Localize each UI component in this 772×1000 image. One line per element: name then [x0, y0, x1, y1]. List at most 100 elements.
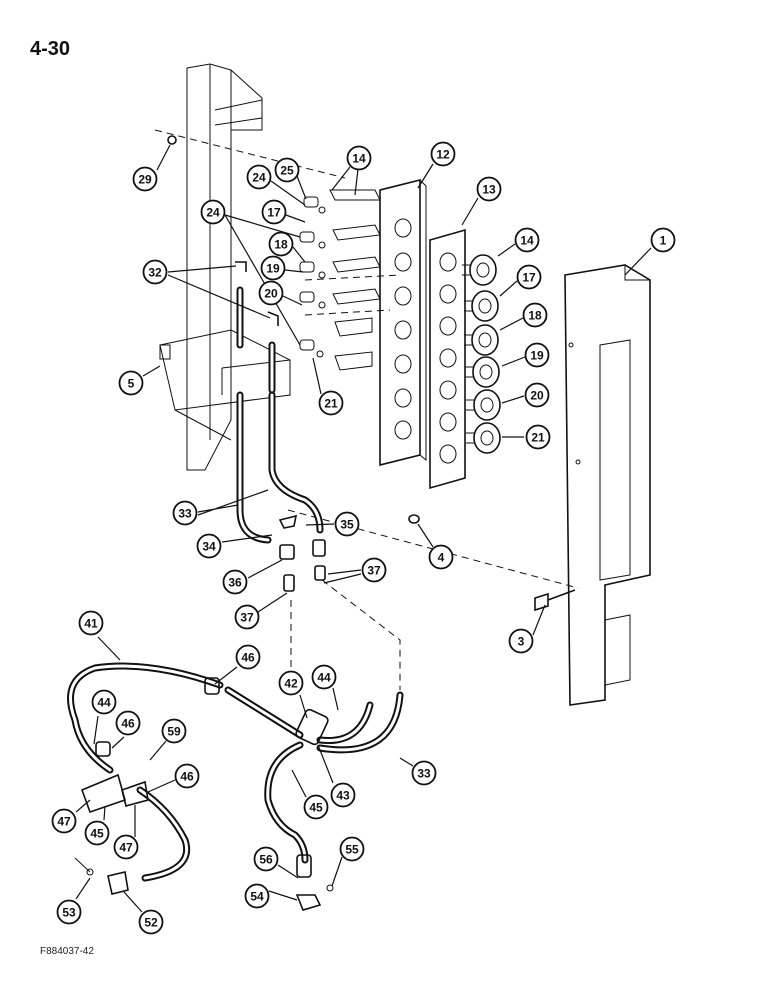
callout-label: 4: [438, 551, 445, 565]
callout-label: 46: [180, 770, 194, 784]
callout-label: 14: [520, 234, 534, 248]
mounting-plate: [379, 178, 427, 467]
callout-c32: 32: [142, 259, 168, 285]
callout-c36: 36: [222, 569, 248, 595]
callout-c3: 3: [508, 628, 534, 654]
control-knobs: [462, 254, 501, 454]
callout-c18a: 18: [268, 231, 294, 257]
callout-label: 19: [530, 349, 544, 363]
callout-label: 41: [84, 617, 98, 631]
callout-label: 46: [241, 651, 255, 665]
callout-c5: 5: [118, 370, 144, 396]
callout-label: 42: [284, 677, 298, 691]
callout-c37b: 37: [234, 604, 260, 630]
callout-circle: [258, 280, 284, 306]
callout-c24a: 24: [246, 164, 272, 190]
callout-c43: 43: [330, 782, 356, 808]
callout-c17a: 17: [261, 199, 287, 225]
callout-label: 20: [264, 287, 278, 301]
callout-label: 47: [57, 815, 71, 829]
callout-circle: [311, 664, 337, 690]
callout-label: 33: [178, 507, 192, 521]
callout-circle: [274, 157, 300, 183]
callout-c47a: 47: [51, 808, 77, 834]
callout-label: 19: [266, 262, 280, 276]
callout-c44b: 44: [91, 689, 117, 715]
callout-circle: [142, 259, 168, 285]
callout-c20b: 20: [524, 382, 550, 408]
callout-c45b: 45: [303, 794, 329, 820]
callout-label: 25: [280, 164, 294, 178]
callout-c33b: 33: [411, 760, 437, 786]
callout-label: 59: [167, 725, 181, 739]
callout-circle: [334, 511, 360, 537]
callout-c21a: 21: [318, 390, 344, 416]
callout-circle: [522, 302, 548, 328]
callout-label: 47: [119, 841, 133, 855]
callout-label: 24: [206, 206, 220, 220]
callout-circle: [113, 834, 139, 860]
callout-c24b: 24: [200, 199, 226, 225]
callout-circle: [514, 227, 540, 253]
callout-c29: 29: [132, 166, 158, 192]
callout-circle: [253, 846, 279, 872]
callout-circle: [118, 370, 144, 396]
callout-label: 54: [250, 890, 264, 904]
callout-label: 55: [345, 843, 359, 857]
callout-circle: [196, 533, 222, 559]
callout-label: 35: [340, 518, 354, 532]
callout-circle: [508, 628, 534, 654]
callout-label: 20: [530, 389, 544, 403]
callout-c19a: 19: [260, 255, 286, 281]
callout-label: 14: [352, 152, 366, 166]
callout-c20a: 20: [258, 280, 284, 306]
callout-layer: 1345121314141717181819192020212124242529…: [51, 141, 676, 935]
small-fittings: [159, 135, 326, 360]
callout-circle: [303, 794, 329, 820]
callout-c14a: 14: [346, 145, 372, 171]
callout-label: 32: [148, 266, 162, 280]
callout-circle: [268, 231, 294, 257]
callout-c4: 4: [428, 544, 454, 570]
callout-c56: 56: [253, 846, 279, 872]
callout-circle: [411, 760, 437, 786]
callout-circle: [516, 264, 542, 290]
callout-label: 18: [528, 309, 542, 323]
callout-label: 45: [309, 801, 323, 815]
callout-c41: 41: [78, 610, 104, 636]
callout-label: 21: [531, 431, 545, 445]
page-number: 4-30: [30, 38, 71, 60]
callout-c18b: 18: [522, 302, 548, 328]
callout-label: 12: [436, 148, 450, 162]
callout-circle: [260, 255, 286, 281]
callout-circle: [115, 710, 141, 736]
callout-label: 56: [259, 853, 273, 867]
callout-c17b: 17: [516, 264, 542, 290]
fasteners: [408, 514, 576, 612]
callout-label: 52: [144, 916, 158, 930]
callout-c46b: 46: [115, 710, 141, 736]
callout-circle: [172, 500, 198, 526]
callout-circle: [234, 604, 260, 630]
callout-label: 46: [121, 717, 135, 731]
callout-circle: [650, 227, 676, 253]
figure-code: F884037-42: [40, 946, 94, 957]
callout-c54: 54: [244, 883, 270, 909]
callout-c35: 35: [334, 511, 360, 537]
callout-c46a: 46: [235, 644, 261, 670]
callout-circle: [476, 176, 502, 202]
hydraulic-hoses: [67, 286, 404, 882]
console-frame: [159, 63, 291, 471]
callout-circle: [200, 199, 226, 225]
gasket: [429, 228, 466, 490]
callout-label: 34: [202, 540, 216, 554]
callout-c53: 53: [56, 899, 82, 925]
callout-c21b: 21: [525, 424, 551, 450]
callout-circle: [244, 883, 270, 909]
callout-c19b: 19: [524, 342, 550, 368]
callout-circle: [261, 199, 287, 225]
callout-circle: [330, 782, 356, 808]
callout-label: 37: [240, 611, 254, 625]
side-cover-panel: [564, 264, 651, 706]
